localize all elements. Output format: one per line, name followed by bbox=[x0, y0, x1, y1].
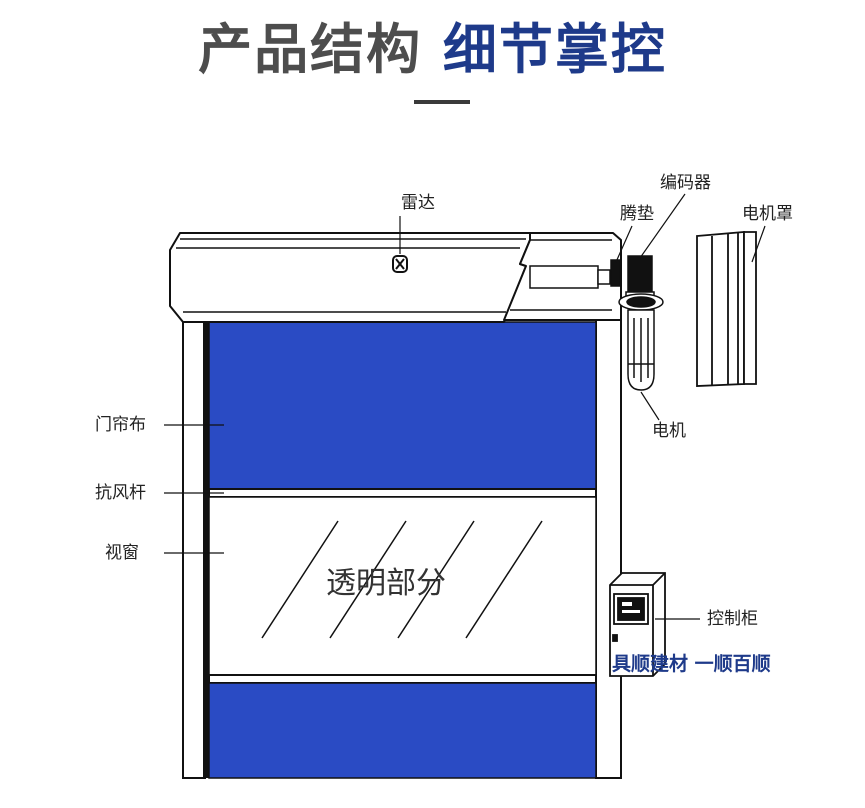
label-pad: 腾垫 bbox=[620, 204, 654, 224]
label-window: 视窗 bbox=[105, 543, 139, 563]
left-side-post bbox=[182, 317, 206, 779]
leader-encoder bbox=[639, 193, 686, 259]
label-control-box: 控制柜 bbox=[707, 609, 758, 629]
title-underline bbox=[414, 100, 470, 104]
pad bbox=[610, 259, 621, 287]
curtain-panel-top bbox=[208, 321, 597, 490]
window-glare-4 bbox=[465, 520, 543, 639]
leader-motor bbox=[640, 391, 660, 421]
encoder-body bbox=[627, 255, 653, 297]
brand-watermark: 具顺建材 一顺百顺 bbox=[612, 653, 771, 675]
control-box bbox=[609, 572, 666, 677]
label-wind-bar: 抗风杆 bbox=[95, 483, 146, 503]
curtain-panel-bottom bbox=[208, 682, 597, 779]
leader-pad bbox=[615, 225, 633, 263]
label-motor-cover: 电机罩 bbox=[742, 204, 793, 224]
wind-bar bbox=[208, 488, 597, 498]
label-radar: 雷达 bbox=[401, 193, 435, 213]
title-part-2: 细节掌控 bbox=[442, 18, 667, 81]
title-part-1: 产品结构 bbox=[198, 18, 423, 81]
window-glare-2 bbox=[329, 520, 407, 639]
wind-bar-lower bbox=[208, 674, 597, 684]
leader-motor-cover bbox=[751, 225, 766, 263]
window-panel bbox=[208, 496, 597, 676]
right-side-post bbox=[595, 317, 622, 779]
label-encoder: 编码器 bbox=[660, 173, 711, 193]
top-housing bbox=[169, 232, 531, 323]
curtain-edge-strip bbox=[203, 320, 209, 778]
radar-sensor bbox=[392, 255, 408, 273]
label-curtain: 门帘布 bbox=[95, 415, 146, 435]
motor-cover bbox=[696, 231, 757, 387]
page-title: 产品结构 细节掌控 bbox=[0, 10, 865, 90]
window-glare-3 bbox=[397, 520, 475, 639]
window-glare-1 bbox=[261, 520, 339, 639]
window-transparent-text: 透明部分 bbox=[326, 566, 446, 601]
label-motor: 电机 bbox=[652, 421, 686, 441]
drive-shaft bbox=[529, 265, 599, 289]
